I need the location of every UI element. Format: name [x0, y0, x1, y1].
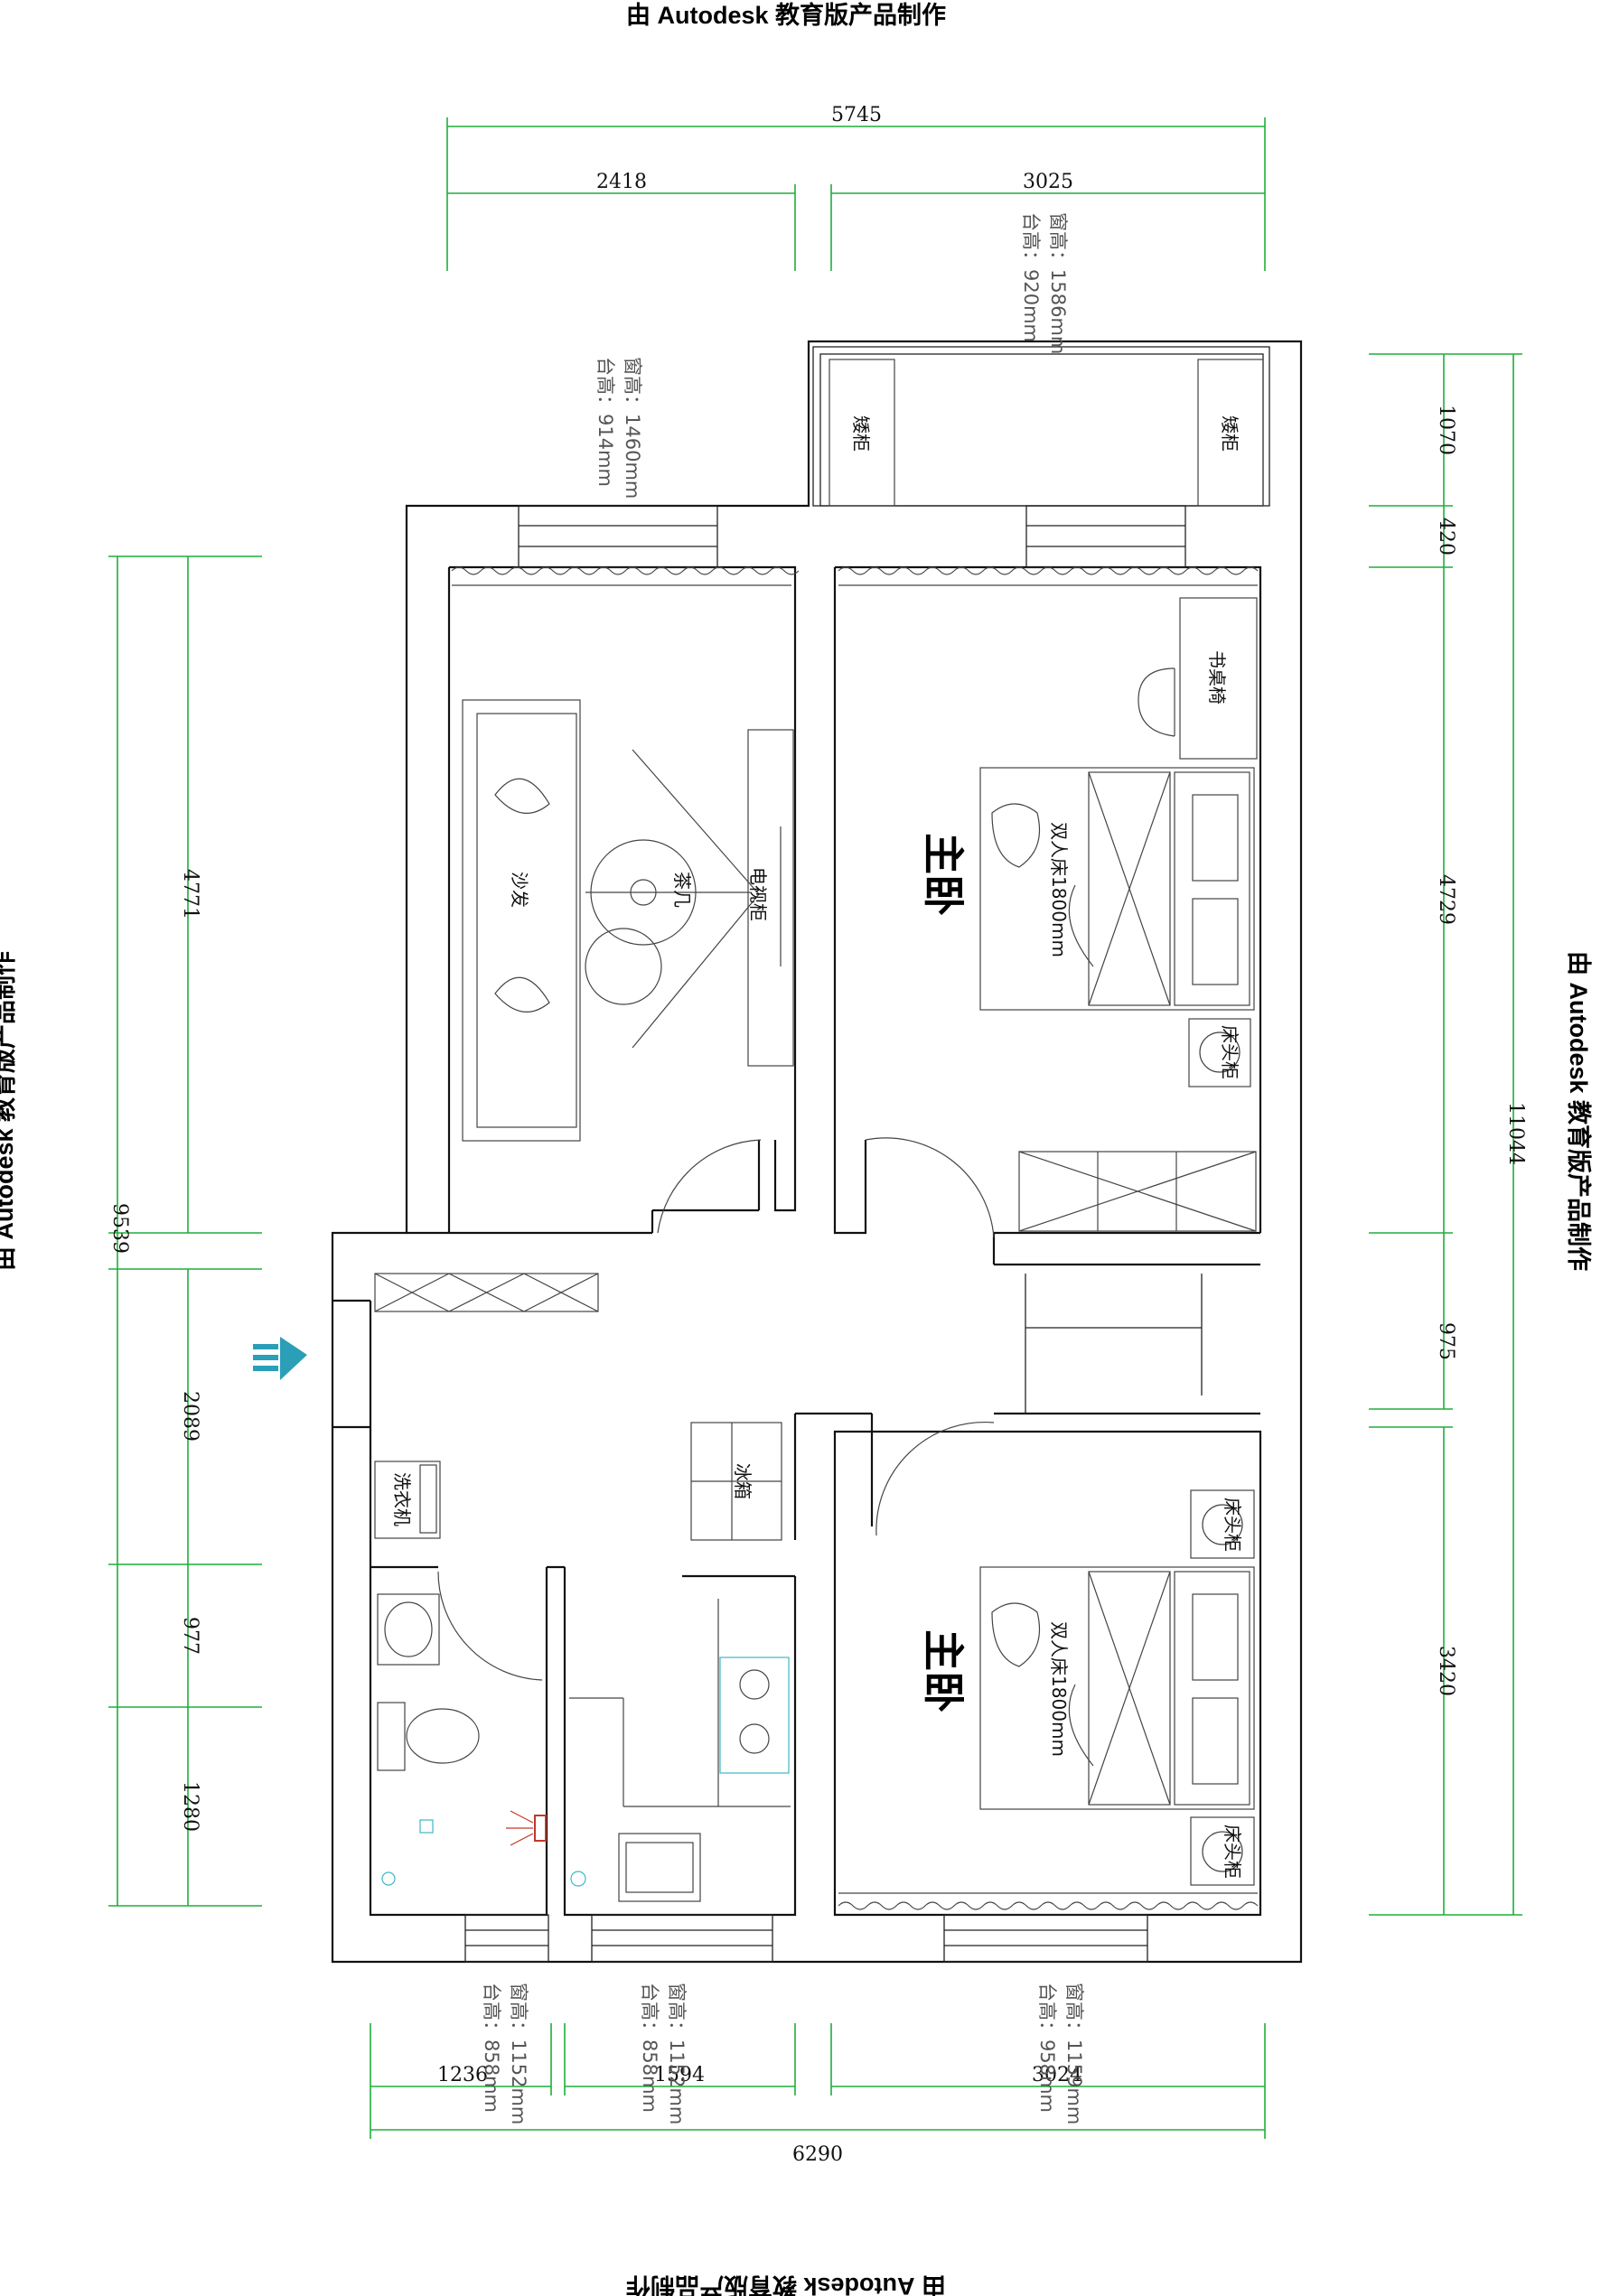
dim-left-total: 9539 — [108, 1203, 131, 1254]
tv-cabinet: 电视柜 — [747, 729, 794, 1067]
room-label-bedroom-bottom: 主卧 — [919, 1629, 968, 1713]
dim-left-4: 1280 — [179, 1781, 201, 1832]
svg-text:茶几: 茶几 — [671, 872, 693, 908]
svg-text:沙发: 沙发 — [509, 872, 530, 908]
note-bedroom-counter: 台高：958mm — [1036, 1983, 1058, 2113]
dim-right-3: 4729 — [1435, 874, 1457, 925]
wardrobe-top — [1018, 1151, 1257, 1232]
desk-chair: 书桌椅 — [1138, 597, 1258, 760]
bedroom-bottom-door-swing — [875, 1421, 995, 1536]
dim-top-right: 3025 — [1023, 171, 1073, 193]
living-door-swing — [657, 1139, 762, 1234]
window-notes: 窗高：1586mm 台高：920mm 窗高：1460mm 台高：914mm 窗高… — [481, 212, 1085, 2124]
curtains — [451, 566, 1259, 1910]
note-living-counter: 台高：914mm — [595, 357, 616, 487]
kitchen-counter — [569, 1599, 791, 1807]
note-bath-counter: 台高：858mm — [481, 1983, 502, 2113]
kitchen-sink — [618, 1833, 701, 1902]
note-bath-sill: 窗高：1152mm — [508, 1983, 529, 2124]
dim-top-left: 2418 — [596, 171, 647, 193]
low-cabinet-right: 矮柜 — [1197, 359, 1264, 507]
dim-top-total: 5745 — [831, 104, 882, 126]
double-bed-bottom: 双人床1800mm — [979, 1566, 1255, 1810]
watermark-bottom: 由 Autodesk 教育版产品制作 — [626, 2273, 946, 2296]
dim-left-2: 2089 — [179, 1391, 201, 1442]
window-bedroom-top — [1025, 505, 1186, 568]
kitchen-drain-icon — [570, 1871, 586, 1887]
dim-right-total: 11044 — [1504, 1102, 1527, 1165]
svg-text:双人床1800mm: 双人床1800mm — [1048, 1621, 1070, 1757]
coffee-table: 茶几 — [585, 749, 760, 1049]
wash-basin — [377, 1593, 440, 1666]
dim-bottom-2: 1594 — [654, 2064, 705, 2086]
dim-right-5: 3420 — [1435, 1646, 1457, 1696]
watermark-right: 由 Autodesk 教育版产品制作 — [1565, 951, 1593, 1271]
dim-bottom-3: 3024 — [1032, 2064, 1082, 2086]
svg-text:床头柜: 床头柜 — [1222, 1498, 1243, 1552]
svg-text:洗衣机: 洗衣机 — [391, 1472, 413, 1526]
svg-text:床头柜: 床头柜 — [1219, 1025, 1241, 1079]
dim-left-1: 4771 — [179, 869, 201, 919]
svg-text:冰箱: 冰箱 — [732, 1463, 754, 1499]
window-living — [518, 505, 718, 568]
windows — [464, 505, 1186, 1963]
dimension-left: 9539 4771 2089 977 1280 — [108, 555, 262, 1907]
bedroom-top-door-swing — [865, 1137, 995, 1238]
dim-right-2: 420 — [1435, 518, 1457, 555]
svg-text:矮柜: 矮柜 — [1219, 415, 1241, 452]
low-cabinet-left: 矮柜 — [829, 359, 895, 507]
nightstand-top: 床头柜 — [1188, 1018, 1251, 1087]
dimension-bottom: 6290 1236 1594 3024 — [370, 2023, 1266, 2166]
dimension-top: 5745 2418 3025 — [446, 104, 1266, 271]
dim-bottom-1: 1236 — [437, 2064, 488, 2086]
svg-text:电视柜: 电视柜 — [747, 867, 769, 921]
dim-right-4: 975 — [1435, 1322, 1457, 1360]
note-bedroom-sill: 窗高：1159mm — [1063, 1983, 1085, 2124]
floor-drain-icon — [419, 1819, 434, 1834]
dimension-right: 11044 1070 420 4729 975 3420 — [1369, 353, 1527, 1916]
dim-bottom-total: 6290 — [792, 2143, 843, 2166]
svg-text:矮柜: 矮柜 — [850, 415, 872, 452]
shoe-cabinet — [374, 1273, 599, 1312]
dim-right-1: 1070 — [1435, 405, 1457, 455]
nightstand-bottom-2: 床头柜 — [1190, 1816, 1255, 1886]
window-bath — [464, 1914, 549, 1963]
watermark-left: 由 Autodesk 教育版产品制作 — [0, 951, 18, 1271]
svg-text:书桌椅: 书桌椅 — [1206, 650, 1228, 705]
note-kitchen-counter: 台高：858mm — [639, 1983, 660, 2113]
dim-left-3: 977 — [179, 1617, 201, 1655]
washing-machine: 洗衣机 — [374, 1461, 441, 1539]
gas-stove — [719, 1657, 790, 1774]
nightstand-bottom-1: 床头柜 — [1190, 1489, 1255, 1559]
floor-drain-2-icon — [381, 1871, 396, 1886]
svg-text:床头柜: 床头柜 — [1222, 1825, 1243, 1879]
sofa: 沙发 — [462, 699, 581, 1142]
toilet — [377, 1702, 480, 1771]
bath-door-swing — [437, 1571, 543, 1681]
note-top-sill: 窗高：1586mm — [1047, 212, 1069, 354]
double-bed-top: 双人床1800mm — [979, 767, 1255, 1011]
window-bedroom-bottom — [943, 1914, 1148, 1963]
room-label-bedroom-top: 主卧 — [919, 833, 968, 916]
entrance-arrow-icon — [253, 1337, 307, 1380]
svg-text:双人床1800mm: 双人床1800mm — [1048, 822, 1070, 957]
shower-icon — [506, 1810, 547, 1846]
window-kitchen — [591, 1914, 773, 1963]
watermark-top: 由 Autodesk 教育版产品制作 — [626, 1, 946, 29]
note-kitchen-sill: 窗高：1152mm — [666, 1983, 688, 2124]
note-living-sill: 窗高：1460mm — [622, 357, 643, 499]
fridge: 冰箱 — [690, 1422, 782, 1541]
note-top-counter: 台高：920mm — [1020, 212, 1042, 342]
